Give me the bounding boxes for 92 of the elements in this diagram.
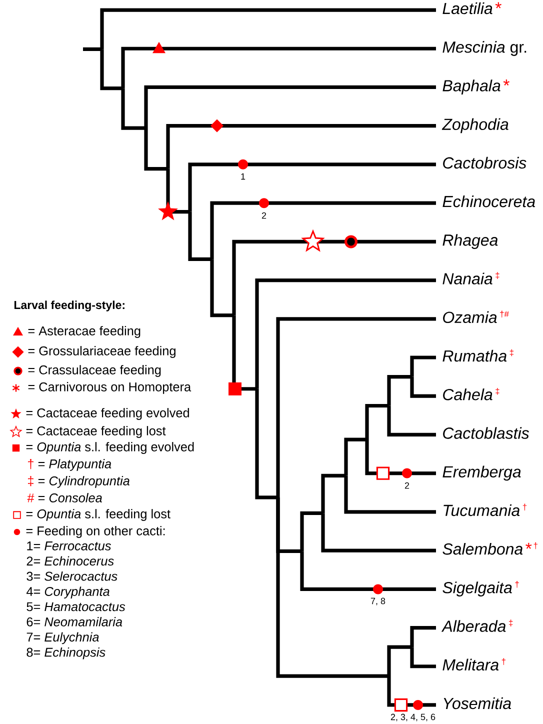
tree-branch (321, 513, 436, 552)
tree-branch (300, 551, 436, 591)
taxon-mark: ‡ (509, 620, 513, 626)
legend-text: 8= Echinopsis (26, 647, 106, 660)
tree-branch (188, 212, 212, 261)
tree-branch (255, 388, 278, 500)
tree-branch (276, 497, 389, 678)
number-label: 7, 8 (370, 598, 386, 606)
taxon-name: Sigelgaita (442, 582, 512, 596)
taxon-mark: † (534, 542, 538, 550)
tree-branch (144, 85, 436, 128)
legend-text: 2= Echinocerus (26, 556, 114, 566)
taxon-mark: † (502, 658, 506, 665)
taxon-name: Cactobrosis (443, 156, 526, 169)
taxon-mark: * (526, 542, 532, 549)
tree-branch (365, 440, 436, 476)
tree-branch (410, 376, 436, 398)
tree-branch (232, 240, 436, 316)
taxon-mark: ‡ (496, 388, 500, 395)
taxon-mark: * (503, 80, 510, 86)
legend-text: = Crassulaceae feeding (28, 365, 161, 377)
taxon-name: Nanaia (442, 272, 492, 284)
tree-branch (121, 88, 146, 130)
tree-branch (166, 168, 190, 214)
taxon-name: Alberada (441, 620, 506, 632)
taxon-name: Salembona (442, 542, 523, 555)
tree-branch (300, 511, 323, 552)
taxon-name: Ozamia (443, 311, 497, 324)
legend-text: = Opuntia s.l. feeding evolved (26, 442, 194, 454)
legend-title: Larval feeding-style: (14, 300, 124, 312)
taxon-name: Tucumania (444, 504, 520, 516)
taxon-mark: † (522, 504, 526, 511)
legend-text: = Carnivorous on Homoptera (28, 382, 192, 394)
legend-text: = Cactaceae feeding lost (26, 426, 166, 438)
tree-branch (410, 356, 436, 377)
taxon-name: Rhagea (442, 234, 498, 249)
taxon-mark: † (515, 581, 519, 588)
legend-text: = Cactaceae feeding evolved (26, 408, 189, 420)
number-label: 2 (262, 212, 266, 219)
tree-branch (83, 47, 102, 51)
tree-branch (255, 278, 436, 389)
taxon-name: Melitara (442, 658, 499, 671)
taxon-name: Cahela (443, 388, 492, 400)
tree-branch (410, 647, 436, 668)
legend-text: = Feeding on other cacti: (26, 526, 165, 538)
taxon-name: Rumatha (442, 350, 507, 362)
number-label: 2 (404, 482, 410, 489)
taxon-name: Mescinia gr. (442, 41, 526, 56)
legend-text: = Grossulariaceae feeding (28, 346, 176, 358)
tree-branch (387, 375, 412, 406)
legend-text: = Opuntia s.l. feeding lost (26, 509, 170, 521)
tree-branch (410, 626, 436, 648)
taxon-mark: ‡ (510, 349, 514, 356)
tree-branch (344, 438, 367, 476)
tree-branch (232, 315, 257, 391)
legend-text: 6= Neomamilaria (26, 617, 122, 626)
legend-text: 4= Coryphanta (26, 586, 110, 598)
taxon-mark: * (495, 2, 502, 8)
tree-branch (144, 128, 168, 171)
taxon-name: Yosemitia (444, 697, 511, 710)
tree-branch (365, 404, 389, 440)
legend-text: 5= Hamatocactus (26, 602, 126, 612)
taxon-mark: †# (500, 310, 509, 318)
tree-branch (188, 162, 436, 212)
tree-branch (100, 8, 436, 50)
legend-text: 7= Eulychnia (26, 632, 99, 644)
tree-branch (387, 676, 436, 707)
tree-branch (210, 201, 436, 260)
tree-branch (166, 124, 436, 169)
tree-branch (321, 474, 346, 514)
tree-branch (387, 645, 412, 676)
taxon-name: Laetilia (442, 2, 492, 14)
legend-text: ‡ = Cylindropuntia (28, 476, 130, 488)
legend-text: # = Consolea (27, 493, 102, 502)
legend-text: 1= Ferrocactus (27, 542, 111, 550)
taxon-name: Zophodia (442, 118, 508, 134)
taxon-name: Baphala (442, 80, 500, 95)
number-label: 1 (241, 173, 246, 180)
tree-branch (210, 259, 234, 318)
tree-branch (276, 317, 436, 498)
taxon-name: Eremberga (442, 466, 521, 481)
tree-branch (121, 46, 436, 88)
taxon-name: Echinocereta (442, 195, 536, 208)
taxon-mark: ‡ (496, 272, 500, 279)
tree-branch (100, 49, 123, 90)
number-label: 2, 3, 4, 5, 6 (390, 714, 436, 722)
legend-text: 3= Selerocactus (26, 571, 118, 581)
taxon-name: Cactoblastis (443, 427, 529, 439)
tree-branch (387, 406, 436, 437)
tree-branch (344, 476, 436, 514)
legend-text: † = Platypuntia (28, 459, 112, 471)
legend-text: = Asteracae feeding (28, 326, 140, 338)
